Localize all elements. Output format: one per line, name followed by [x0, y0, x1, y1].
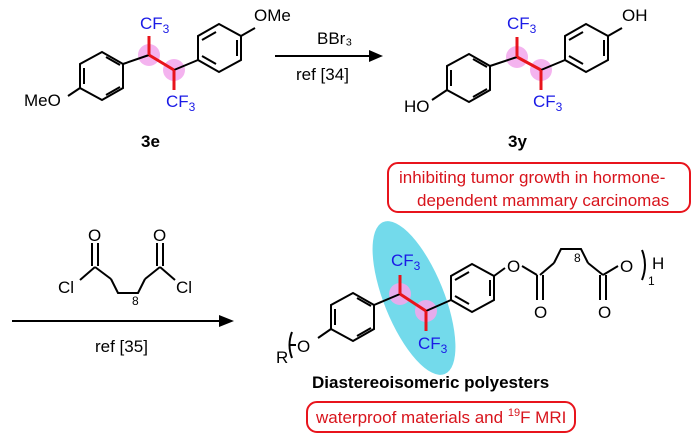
chain-repeat-8: 8	[574, 251, 581, 265]
benzene-ring-right	[197, 22, 242, 74]
benzene-ring-left	[330, 291, 375, 343]
cl-left: Cl	[58, 278, 74, 297]
benzene-ring-right	[450, 262, 495, 314]
cl-right: Cl	[176, 278, 192, 297]
h-end-group: H	[652, 254, 664, 273]
stereo-bonds-3y	[515, 37, 543, 90]
ester-o-1: O	[507, 257, 520, 276]
ether-o: O	[297, 337, 310, 356]
compound-label-3e: 3e	[141, 132, 160, 151]
cf3-bottom-label: CF3	[418, 334, 448, 356]
benzene-ring-right	[564, 22, 609, 74]
reference-34: ref [34]	[296, 65, 349, 84]
cf3-bottom-label: CF3	[166, 92, 196, 114]
application-1-line2: dependent mammary carcinomas	[417, 191, 669, 210]
compound-polyester: CF3 CF3 R O O O O O 8 1 H Diastereoisome…	[276, 221, 664, 392]
benzene-ring-left	[446, 52, 491, 104]
compound-label-polyester: Diastereoisomeric polyesters	[312, 373, 549, 392]
carbonyl-o-left: O	[88, 226, 101, 245]
cf3-bottom-label: CF3	[533, 92, 563, 114]
chain-repeat-8: 8	[132, 294, 139, 308]
r-end-group: R	[276, 348, 288, 367]
compound-3y: CF3 CF3 OH HO 3y	[404, 6, 648, 151]
reaction-arrow-2: ref [35]	[12, 315, 234, 356]
carbonyl-o-1: O	[534, 303, 547, 322]
application-2-text: waterproof materials and 19F MRI	[315, 407, 566, 427]
cf3-top-label: CF3	[507, 14, 537, 36]
stereo-region-highlight	[372, 221, 456, 375]
compound-label-3y: 3y	[508, 132, 527, 151]
cf3-top-label: CF3	[140, 14, 170, 36]
meo-label: MeO	[24, 91, 61, 110]
application-box-1: inhibiting tumor growth in hormone- depe…	[387, 162, 691, 213]
carbonyl-o-right: O	[153, 226, 166, 245]
reaction-arrow-1: BBr₃ ref [34]	[275, 29, 383, 84]
compound-3e: CF3 CF3 OMe MeO 3e	[24, 6, 291, 151]
repeat-index: 1	[648, 274, 655, 288]
stereo-bonds-3e	[147, 36, 176, 90]
application-box-2: waterproof materials and 19F MRI	[306, 401, 576, 433]
ester-o-2: O	[620, 257, 633, 276]
cf3-top-label: CF3	[391, 251, 421, 273]
ome-label: OMe	[254, 6, 291, 25]
benzene-ring-left	[79, 50, 124, 102]
reagent-diacyl-chloride: O O Cl Cl 8	[58, 226, 192, 308]
ho-label: HO	[404, 97, 430, 116]
stereo-bonds-polyester	[398, 275, 428, 331]
carbonyl-o-2: O	[598, 303, 611, 322]
application-1-line1: inhibiting tumor growth in hormone-	[399, 168, 665, 187]
reagent-bbr3: BBr₃	[317, 29, 352, 48]
reference-35: ref [35]	[95, 337, 148, 356]
oh-label: OH	[622, 6, 648, 25]
